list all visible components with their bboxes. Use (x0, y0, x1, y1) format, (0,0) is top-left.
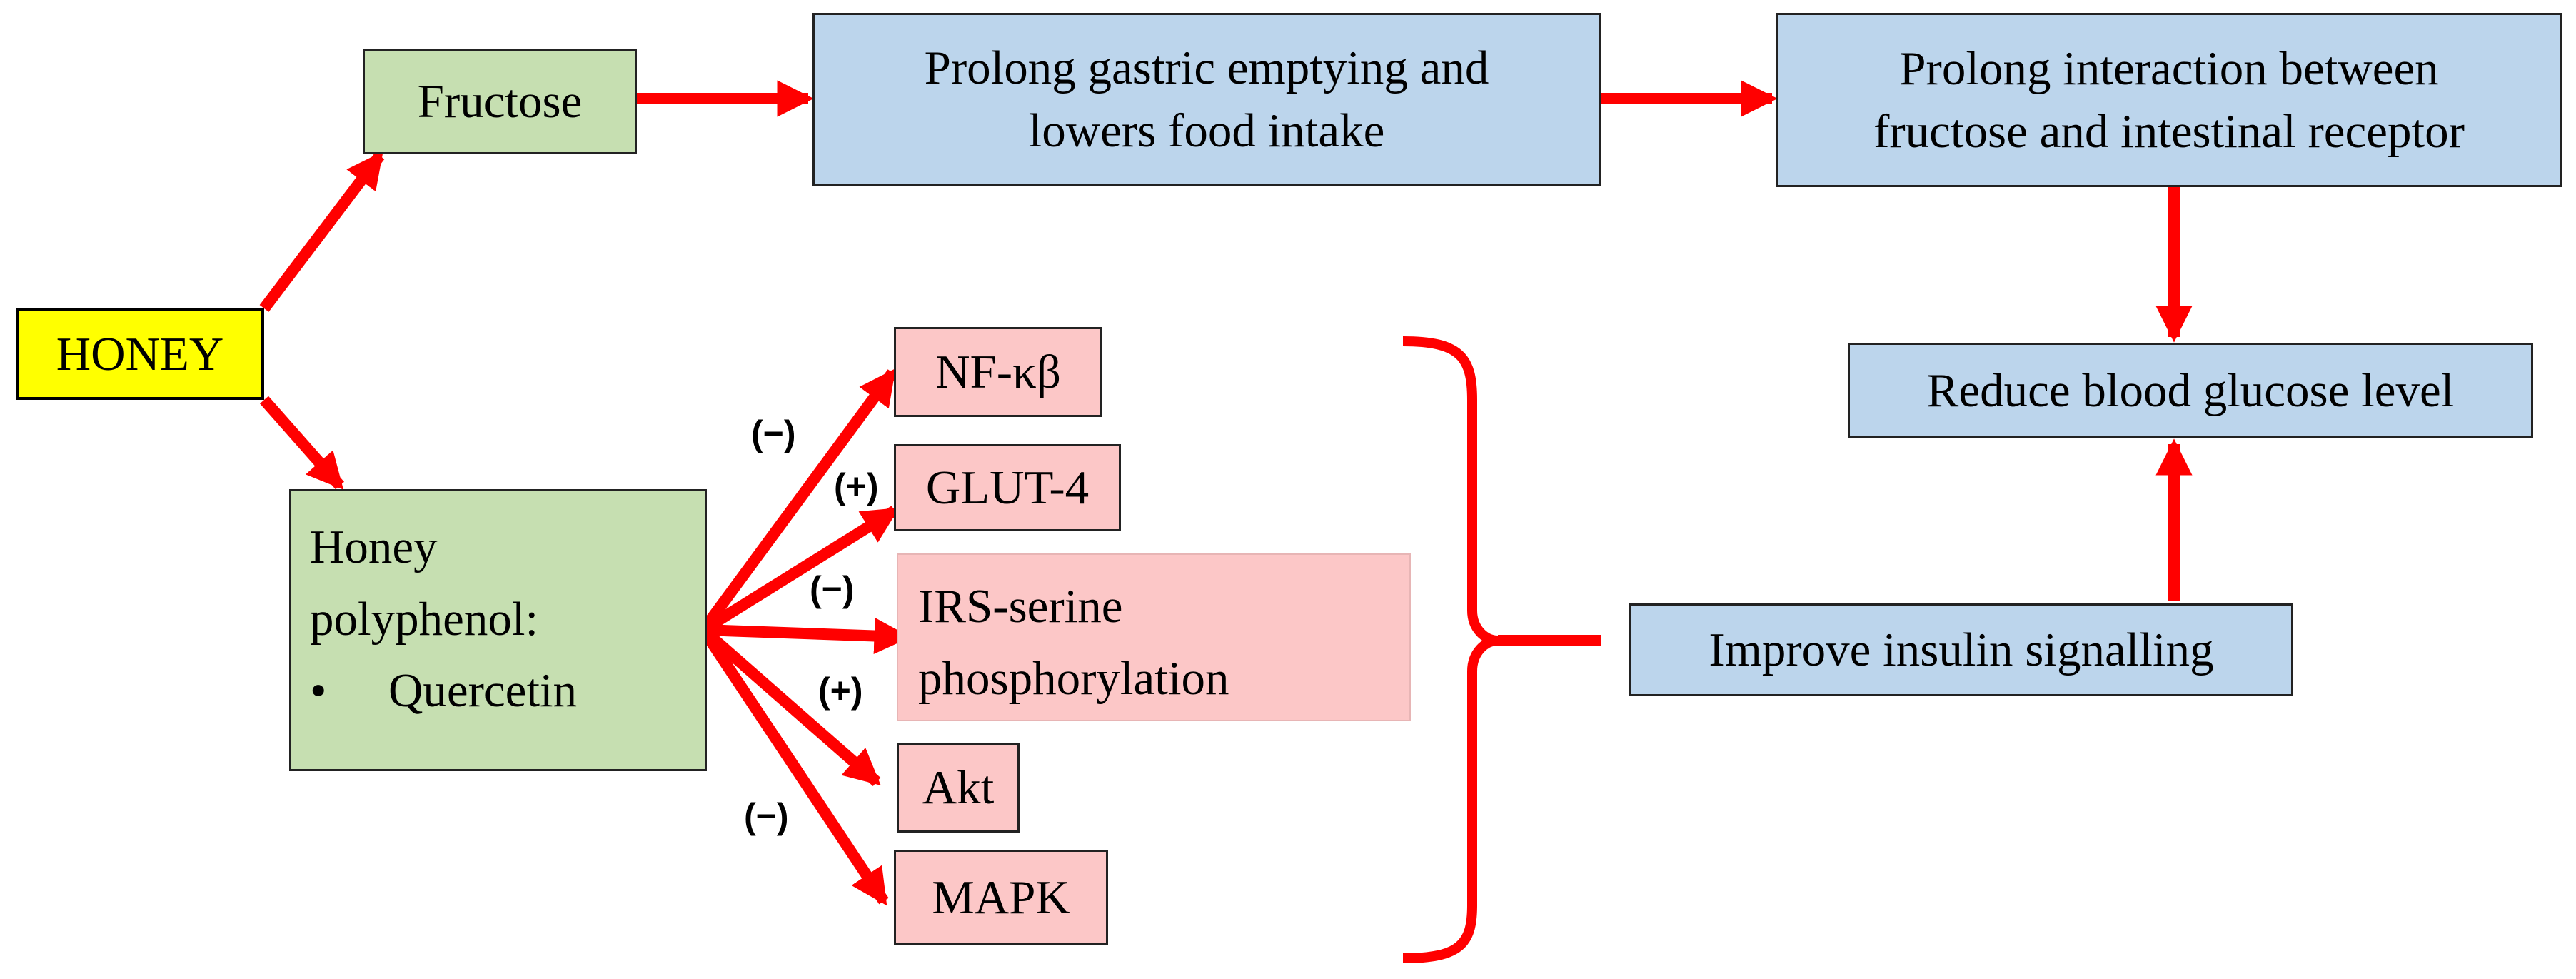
sign-nfkb: (−) (751, 413, 796, 453)
irs-line-1: IRS-serine (918, 580, 1123, 633)
arrow-quercetin-to-nfkb (698, 368, 897, 633)
arrow-honey-to-fructose (259, 151, 385, 312)
mapk-box: MAPK (894, 850, 1108, 945)
gastric-emptying-box: Prolong gastric emptying and lowers food… (812, 13, 1601, 186)
sign-akt: (+) (818, 671, 863, 711)
arrow-quercetin-to-glut4 (700, 506, 900, 635)
nfkb-box: NF-κβ (894, 327, 1102, 417)
grouping-brace (1402, 336, 1499, 963)
nfkb-label: NF-κβ (935, 345, 1061, 398)
fructose-box: Fructose (363, 49, 637, 154)
polyphenol-line-1: Honey (310, 521, 438, 573)
sign-irs: (−) (810, 569, 855, 609)
irs-line-2: phosphorylation (918, 651, 1229, 705)
bullet-icon: • (310, 664, 327, 717)
reduce-blood-glucose-box: Reduce blood glucose level (1848, 343, 2533, 438)
fructose-label: Fructose (417, 74, 583, 128)
insulin-label: Improve insulin signalling (1709, 623, 2214, 676)
honey-polyphenol-box: Honey polyphenol: • Quercetin (289, 489, 707, 771)
mapk-label: MAPK (932, 870, 1070, 924)
irs-serine-box: IRS-serine phosphorylation (897, 553, 1411, 721)
sign-glut4: (+) (834, 466, 879, 506)
arrow-quercetin-to-mapk (698, 626, 889, 906)
arrow-honey-to-polyphenol (260, 396, 344, 490)
akt-label: Akt (922, 760, 995, 814)
interaction-line-1: Prolong interaction between (1899, 41, 2439, 95)
quercetin-label: Quercetin (388, 664, 578, 717)
polyphenol-line-2: polyphenol: (310, 592, 539, 646)
glut4-label: GLUT-4 (925, 461, 1090, 514)
honey-label: HONEY (56, 327, 224, 381)
arrow-quercetin-to-irs (703, 617, 911, 655)
akt-box: Akt (897, 743, 1020, 833)
arrow-quercetin-to-akt (699, 625, 881, 787)
sign-mapk: (−) (744, 796, 789, 836)
honey-box: HONEY (16, 308, 264, 400)
gastric-line-1: Prolong gastric emptying and (924, 41, 1489, 94)
quercetin-row: • Quercetin (310, 655, 705, 727)
interaction-line-2: fructose and intestinal receptor (1873, 105, 2465, 158)
gastric-line-2: lowers food intake (1028, 104, 1385, 157)
improve-insulin-box: Improve insulin signalling (1629, 603, 2293, 696)
intestinal-interaction-box: Prolong interaction between fructose and… (1776, 13, 2562, 187)
glut4-box: GLUT-4 (894, 444, 1121, 531)
reduce-glucose-label: Reduce blood glucose level (1926, 363, 2455, 417)
